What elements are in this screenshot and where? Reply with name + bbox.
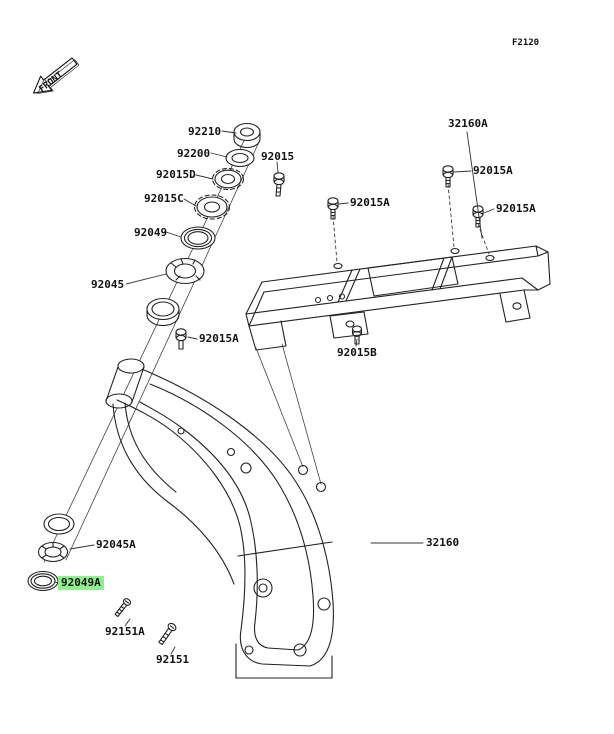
bottom-bearing-parts xyxy=(27,513,75,592)
screw-92151a xyxy=(114,598,132,618)
bolt-92015a-subframe-3 xyxy=(327,197,339,220)
part-label-92049a-selected[interactable]: 92049A xyxy=(58,576,104,590)
race-92045 xyxy=(146,297,180,327)
steering-head xyxy=(105,358,145,409)
part-label-92045a[interactable]: 92045A xyxy=(96,538,136,551)
adjuster-92015c xyxy=(193,194,231,220)
part-label-92151a[interactable]: 92151A xyxy=(105,625,145,638)
cap-92015d xyxy=(211,167,245,191)
part-label-92151[interactable]: 92151 xyxy=(156,653,190,666)
part-label-92015a-3[interactable]: 92015A xyxy=(350,196,390,209)
seal-92049a xyxy=(27,570,59,592)
main-frame-32160 xyxy=(105,358,334,679)
seal-92049 xyxy=(180,226,216,250)
part-label-92049[interactable]: 92049 xyxy=(134,226,168,239)
figure-code: F2120 xyxy=(512,38,540,48)
part-label-92015b[interactable]: 92015B xyxy=(337,346,377,359)
bolt-92015 xyxy=(273,172,285,197)
part-label-92015a-1[interactable]: 92015A xyxy=(473,164,513,177)
washer-92200 xyxy=(225,148,255,168)
bolt-92151 xyxy=(158,622,177,646)
part-label-92015a-2[interactable]: 92015A xyxy=(496,202,536,215)
bearing-92045a xyxy=(37,541,69,563)
bolt-92015a-subframe-1 xyxy=(442,165,454,188)
bolt-92015a-frame xyxy=(175,328,187,350)
fastener-bolts xyxy=(114,165,484,646)
front-arrow-icon: FRONT xyxy=(32,57,80,95)
part-label-92015a-4[interactable]: 92015A xyxy=(199,332,239,345)
part-label-92200[interactable]: 92200 xyxy=(177,147,211,160)
rear-subframe-32160a xyxy=(245,183,551,351)
part-label-92045[interactable]: 92045 xyxy=(91,278,125,291)
part-label-92015[interactable]: 92015 xyxy=(261,150,295,163)
bearing-92045 xyxy=(165,257,205,285)
part-label-32160a[interactable]: 32160A xyxy=(448,117,488,130)
leader-lines xyxy=(54,130,495,655)
part-label-92015d[interactable]: 92015D xyxy=(156,168,196,181)
race-92045a xyxy=(43,513,75,535)
bolt-92015b xyxy=(351,325,363,345)
part-label-92015c[interactable]: 92015C xyxy=(144,192,184,205)
mount-link-lines xyxy=(255,343,322,485)
steering-stem-parts xyxy=(146,122,261,327)
part-label-92210[interactable]: 92210 xyxy=(188,125,222,138)
nut-92210 xyxy=(233,122,261,149)
part-label-32160[interactable]: 32160 xyxy=(426,536,460,549)
